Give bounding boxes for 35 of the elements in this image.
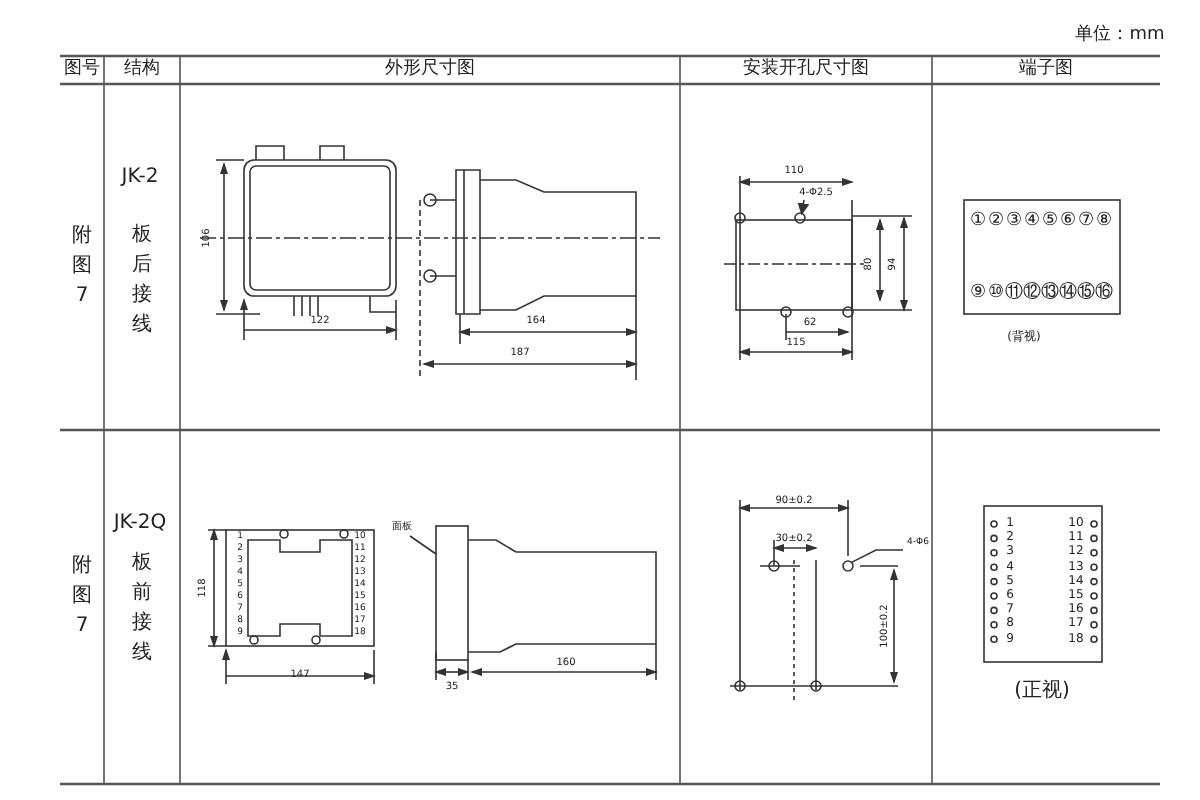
terminal-number: ⑮ [1077, 285, 1095, 303]
column-header: 安装开孔尺寸图 [743, 61, 869, 79]
terminal-number: ⑭ [1059, 285, 1077, 303]
terminal-number: ③ [1005, 213, 1023, 231]
terminal-number: ⑤ [1041, 213, 1059, 231]
terminal-number: ⑯ [1095, 285, 1113, 303]
leader-line [797, 199, 810, 216]
view-label: (正视) [1014, 682, 1070, 702]
leader-line [850, 549, 904, 564]
model-label: JK-2Q [113, 514, 167, 534]
terminal-number: ⑨ [969, 285, 987, 303]
terminal-number: ② [987, 213, 1005, 231]
wiring-type-label: 板前接线 [132, 549, 152, 668]
terminal-number: ⑥ [1059, 213, 1077, 231]
figure-number: 附图7 [72, 553, 92, 641]
terminal-number: ⑫ [1023, 285, 1041, 303]
leader-line [409, 535, 437, 555]
mounting-hole [842, 560, 854, 572]
column-header: 结构 [124, 61, 160, 79]
mounting-hole [794, 212, 806, 224]
column-header: 外形尺寸图 [385, 61, 475, 79]
terminal-number: ⑬ [1041, 285, 1059, 303]
column-header: 图号 [64, 61, 100, 79]
model-label: JK-2 [121, 168, 159, 188]
terminal-number: ⑩ [987, 285, 1005, 303]
terminal-number: ① [969, 213, 987, 231]
terminal-number: ⑦ [1077, 213, 1095, 231]
terminal-number: ⑪ [1005, 285, 1023, 303]
figure-number: 附图7 [72, 223, 92, 311]
panel-face [435, 525, 469, 661]
terminal-number: ④ [1023, 213, 1041, 231]
terminal-number: ⑧ [1095, 213, 1113, 231]
wiring-type-label: 板后接线 [132, 221, 152, 340]
unit-label: 单位：mm [1075, 27, 1165, 45]
column-header: 端子图 [1019, 61, 1073, 79]
